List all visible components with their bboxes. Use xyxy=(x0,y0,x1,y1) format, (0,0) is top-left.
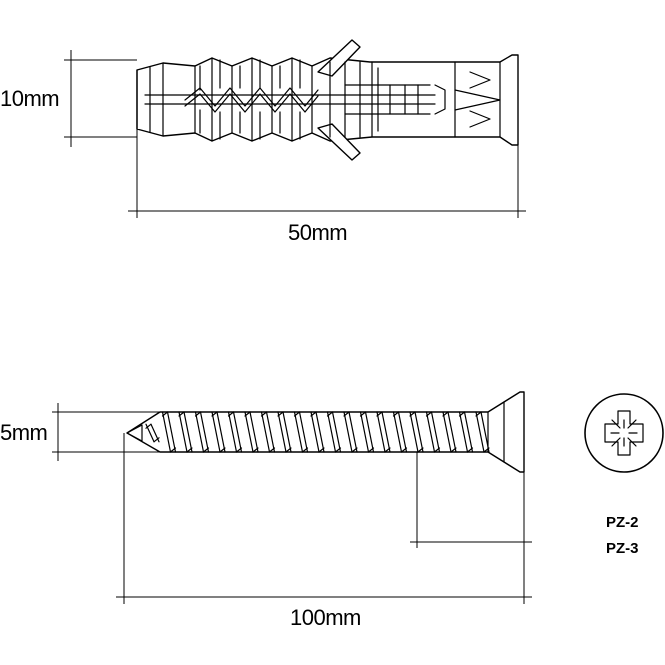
thread-line xyxy=(475,411,485,453)
thread-line xyxy=(260,411,271,453)
thread-line xyxy=(298,411,309,453)
screw-length-label: 100mm xyxy=(290,605,361,630)
countersunk-screw xyxy=(126,391,525,473)
thread-line xyxy=(310,411,320,453)
thread-line xyxy=(227,411,238,453)
thread-crest xyxy=(442,411,457,453)
thread-line xyxy=(430,411,441,453)
thread-line xyxy=(480,411,490,453)
screw-length-dimension xyxy=(116,433,532,604)
thread-line xyxy=(397,411,408,453)
wall-anchor xyxy=(136,39,519,161)
thread-crest xyxy=(359,411,375,453)
thread-crest xyxy=(161,411,177,453)
thread-line xyxy=(249,411,259,453)
thread-crest xyxy=(178,411,193,453)
thread-line xyxy=(463,411,474,453)
screw-shank xyxy=(126,391,525,473)
thread-line xyxy=(161,411,172,453)
thread-line xyxy=(293,411,304,453)
thread-crest xyxy=(458,411,474,453)
thread-line xyxy=(244,411,254,453)
thread-line xyxy=(381,411,391,453)
anchor-length-dimension xyxy=(128,129,526,218)
thread-crest xyxy=(326,411,342,453)
drive-size-pz2: PZ-2 xyxy=(606,514,639,531)
thread-crest xyxy=(194,411,210,453)
thread-crest xyxy=(343,411,358,453)
thread-line xyxy=(277,411,287,453)
pozidriv-head-icon xyxy=(584,393,664,473)
thread-line xyxy=(359,411,370,453)
thread-line xyxy=(166,411,177,453)
thread-line xyxy=(458,411,469,453)
thread-line xyxy=(392,411,403,453)
anchor-diameter-label: 10mm xyxy=(0,86,59,111)
thread-line xyxy=(331,411,342,453)
thread-line xyxy=(343,411,353,453)
thread-crest xyxy=(244,411,259,453)
screw-diameter-dimension xyxy=(52,403,160,461)
thread-crest xyxy=(310,411,325,453)
thread-line xyxy=(211,411,221,453)
thread-crest xyxy=(211,411,226,453)
thread-crest xyxy=(293,411,309,453)
anchor-wing-top xyxy=(317,39,361,77)
thread-line xyxy=(183,411,193,453)
anchor-length-label: 50mm xyxy=(288,220,347,245)
anchor-diameter-dimension xyxy=(64,50,137,147)
screw-thread-dimension xyxy=(410,452,532,548)
thread-crest xyxy=(475,411,490,453)
thread-crest xyxy=(260,411,276,453)
thread-line xyxy=(376,411,386,453)
thread-line xyxy=(282,411,292,453)
screw-diameter-label: 5mm xyxy=(0,420,47,445)
screw-threads xyxy=(145,411,490,453)
anchor-wing-bottom xyxy=(317,123,361,161)
thread-crest xyxy=(227,411,243,453)
thread-line xyxy=(315,411,325,453)
thread-line xyxy=(199,411,210,453)
drive-size-pz3: PZ-3 xyxy=(606,540,639,557)
thread-line xyxy=(265,411,276,453)
thread-line xyxy=(194,411,205,453)
thread-crest xyxy=(392,411,408,453)
thread-line xyxy=(442,411,452,453)
thread-line xyxy=(364,411,375,453)
thread-line xyxy=(216,411,226,453)
thread-line xyxy=(348,411,358,453)
thread-line xyxy=(447,411,457,453)
thread-line xyxy=(414,411,424,453)
thread-crest xyxy=(376,411,391,453)
thread-crest xyxy=(409,411,424,453)
thread-line xyxy=(409,411,419,453)
thread-line xyxy=(232,411,243,453)
thread-crest xyxy=(277,411,292,453)
thread-line xyxy=(178,411,188,453)
thread-crest xyxy=(425,411,441,453)
thread-line xyxy=(326,411,337,453)
thread-crest xyxy=(145,423,160,443)
thread-line xyxy=(425,411,436,453)
